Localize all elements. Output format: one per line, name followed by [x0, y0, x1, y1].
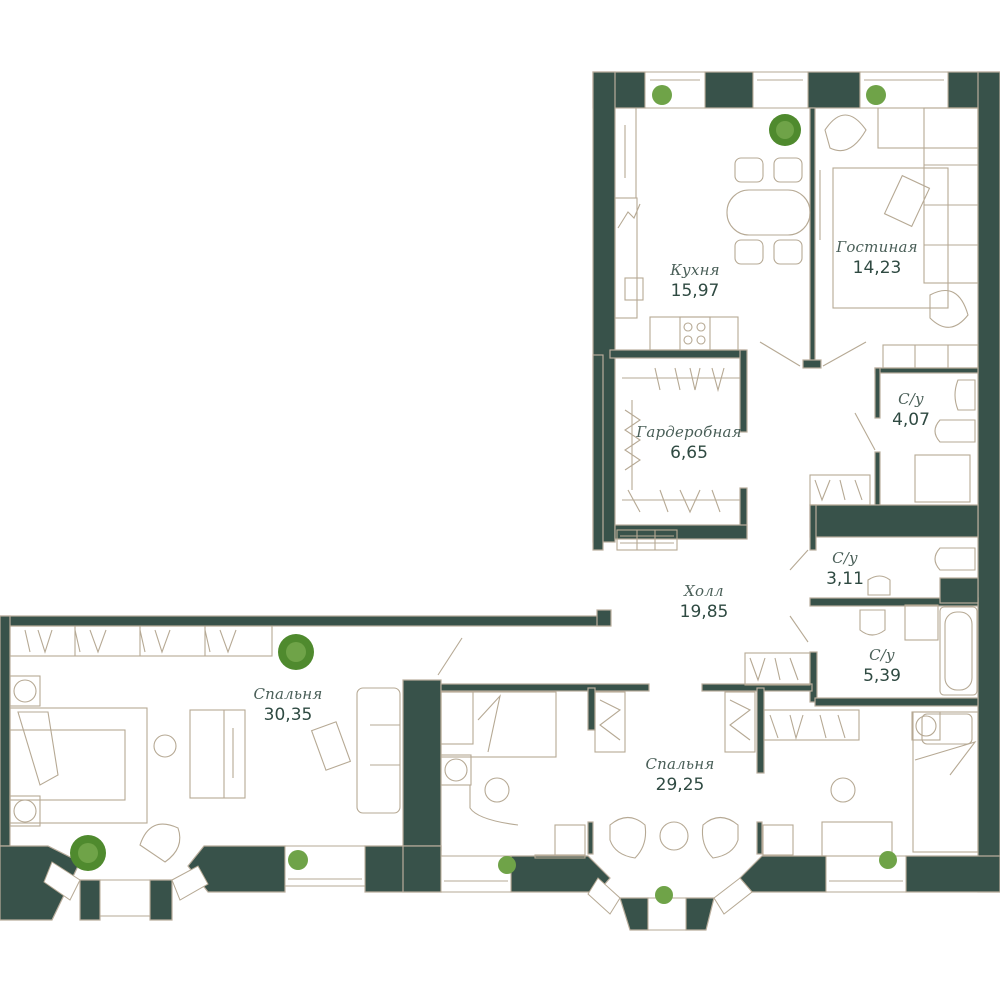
plant-icon — [652, 85, 672, 105]
room-label-bath2: С/у 3,11 — [826, 549, 864, 591]
plant-icon — [288, 850, 308, 870]
room-area: 19,85 — [679, 602, 729, 622]
plant-icon — [866, 85, 886, 105]
room-label-living: Гостиная 14,23 — [836, 238, 918, 280]
room-area: 3,11 — [826, 569, 864, 589]
plant-icon — [769, 114, 801, 146]
plants — [70, 85, 897, 904]
bedroom2-furniture — [437, 637, 979, 859]
room-area: 14,23 — [852, 258, 902, 278]
room-area: 15,97 — [670, 281, 720, 301]
room-name: Холл — [684, 582, 724, 600]
kitchen-furniture — [614, 108, 867, 367]
room-name: Кухня — [670, 261, 720, 279]
room-label-wardrobe: Гардеробная 6,65 — [636, 423, 742, 465]
room-area: 5,39 — [863, 666, 901, 686]
room-area: 4,07 — [892, 410, 930, 430]
wardrobe-furniture — [616, 367, 740, 551]
room-name: Гостиная — [836, 238, 918, 256]
room-name: С/у — [832, 549, 858, 567]
room-label-bath1: С/у 4,07 — [892, 390, 930, 432]
bath-furniture — [744, 379, 978, 696]
bedroom1-furniture — [9, 625, 401, 863]
room-area: 30,35 — [263, 705, 313, 725]
room-label-kitchen: Кухня 15,97 — [670, 261, 720, 303]
plant-icon — [498, 856, 516, 874]
room-name: С/у — [869, 646, 895, 664]
room-label-bath3: С/у 5,39 — [863, 646, 901, 688]
room-name: Спальня — [645, 755, 715, 773]
room-name: Гардеробная — [636, 423, 742, 441]
plant-icon — [655, 886, 673, 904]
plant-icon — [879, 851, 897, 869]
room-label-hall: Холл 19,85 — [680, 582, 729, 624]
plant-icon — [70, 835, 106, 871]
plant-icon — [278, 634, 314, 670]
walls — [0, 71, 1000, 931]
room-label-bedroom2: Спальня 29,25 — [645, 755, 714, 797]
room-area: 6,65 — [670, 443, 708, 463]
room-name: С/у — [898, 390, 924, 408]
living-furniture — [819, 107, 979, 369]
room-name: Спальня — [253, 685, 323, 703]
room-area: 29,25 — [655, 775, 705, 795]
room-label-bedroom1: Спальня 30,35 — [253, 685, 322, 727]
